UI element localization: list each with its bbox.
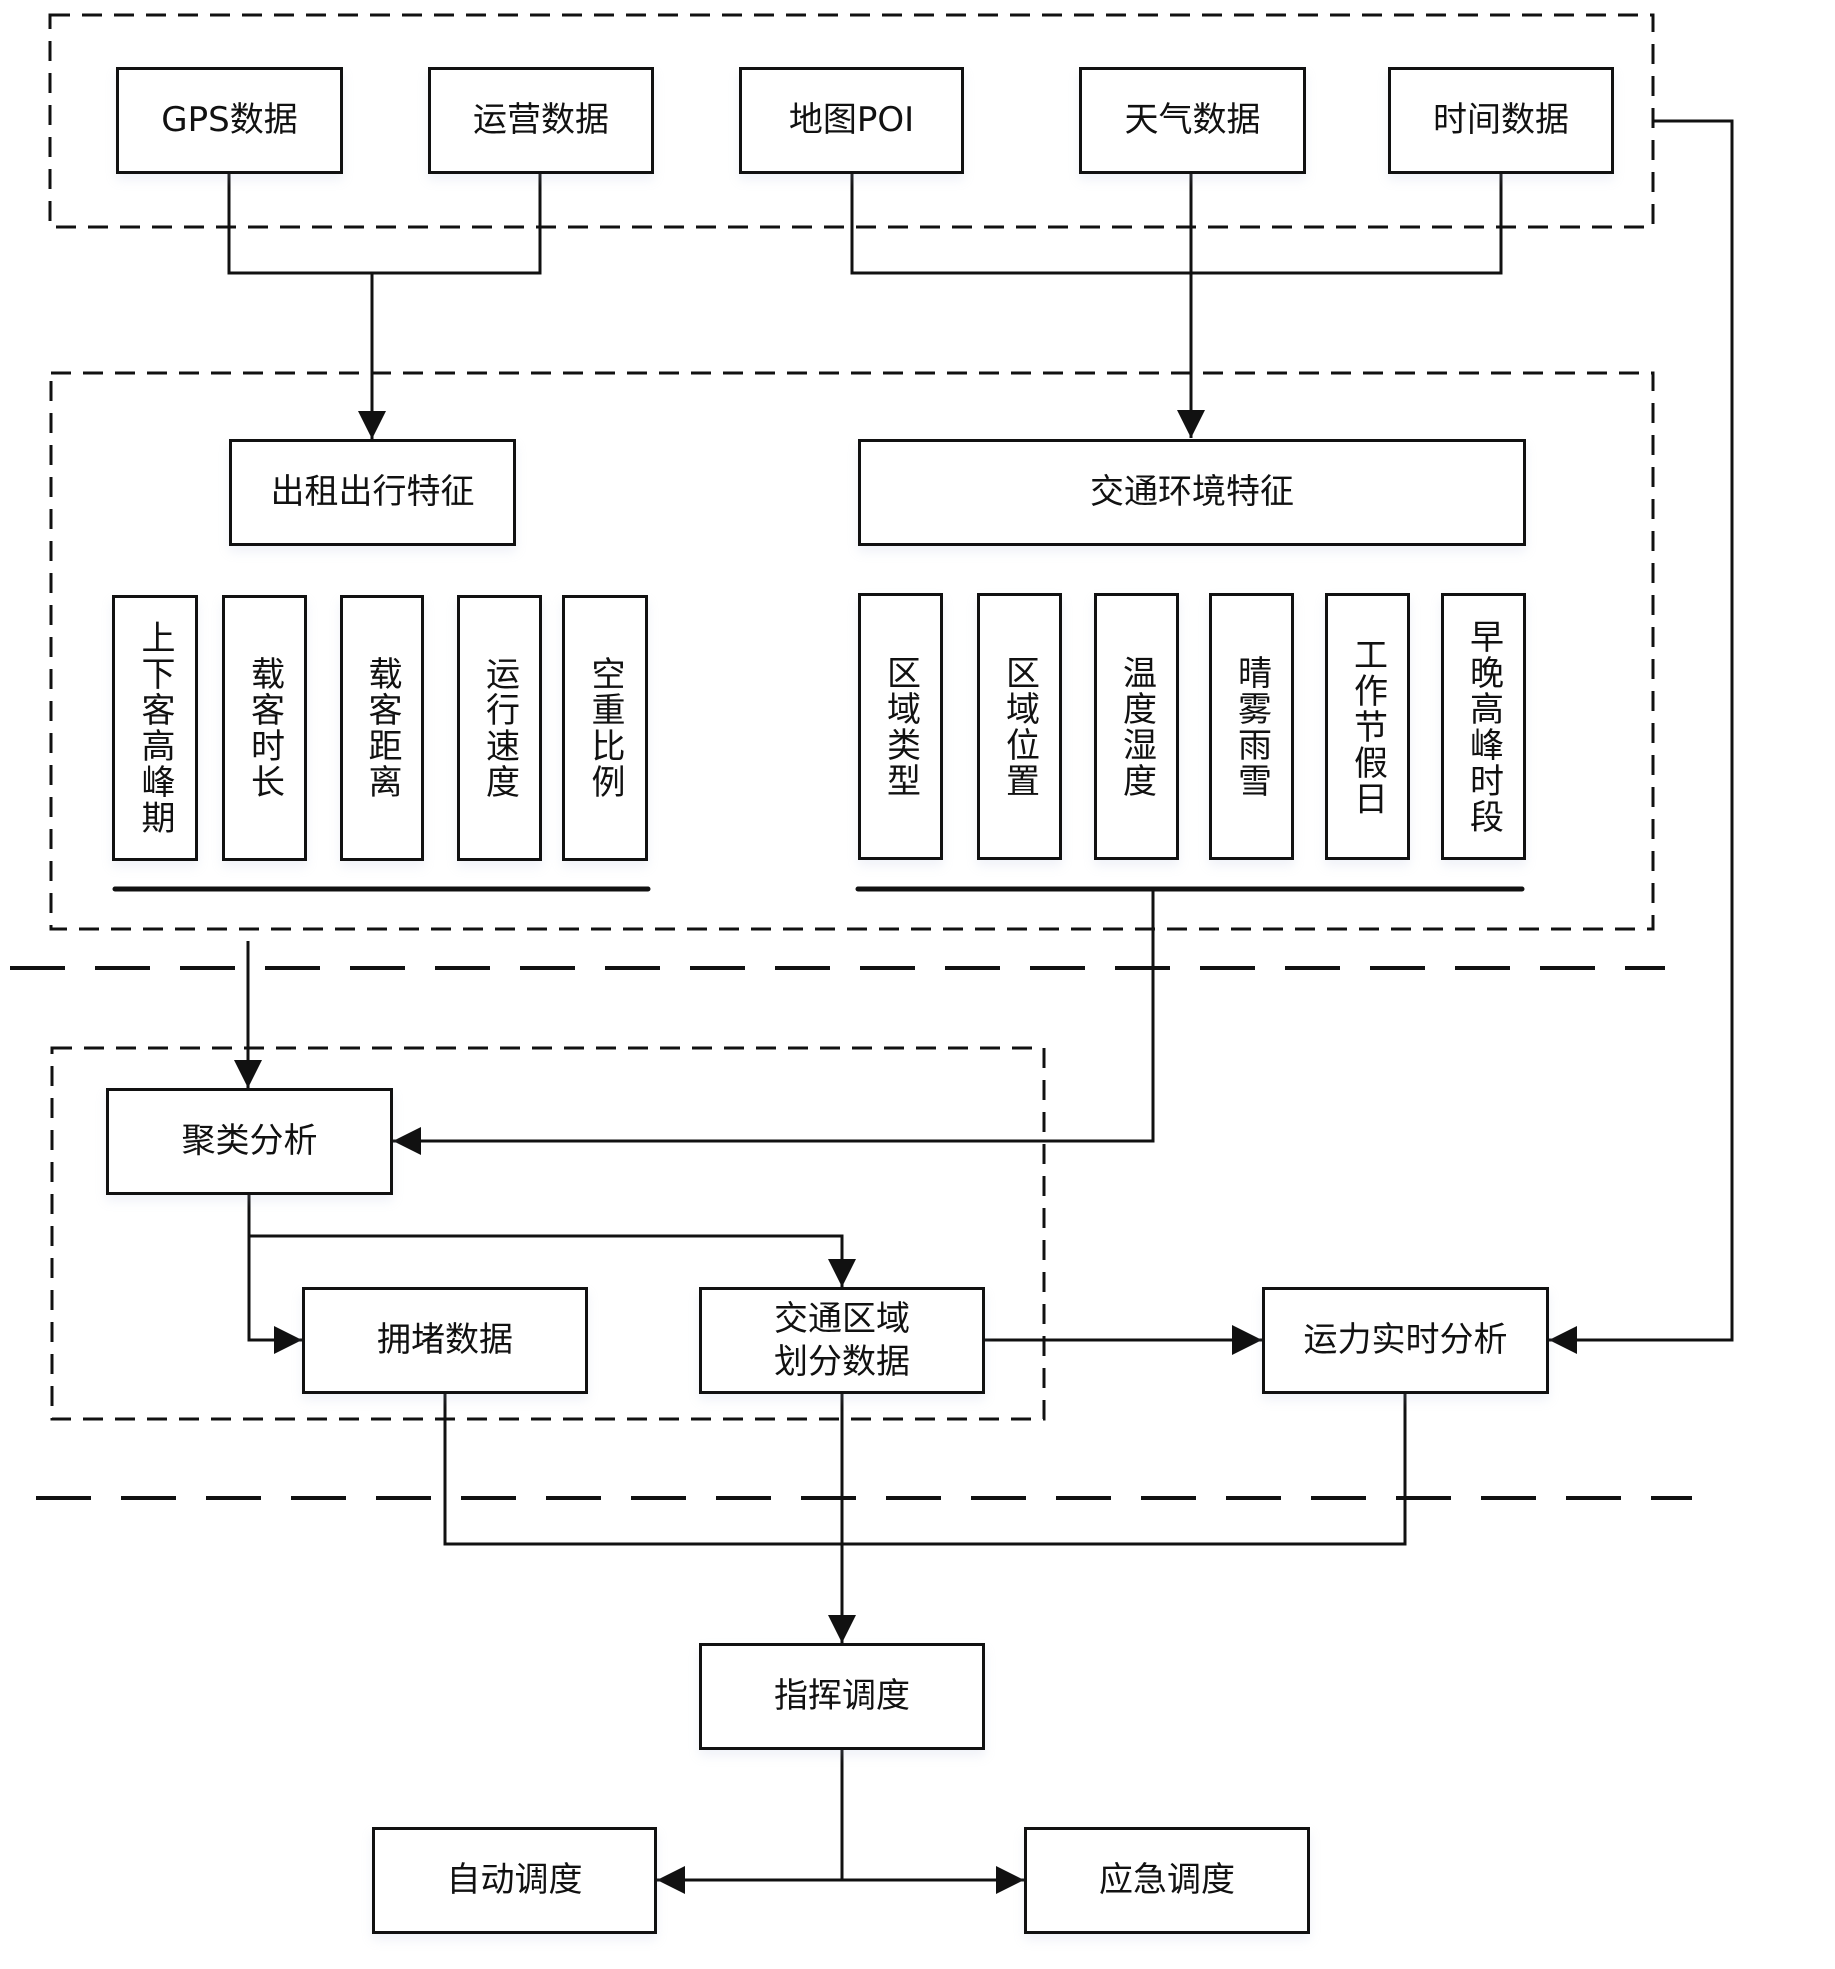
feature-item-weather-conditions: 晴雾雨雪: [1209, 593, 1294, 860]
feature-item-empty-load-ratio: 空重比例: [562, 595, 648, 861]
node-label: 交通环境特征: [1090, 472, 1294, 513]
edge-sources-to-capacity: [1549, 119, 1734, 1354]
feature-item-label: 载客时长: [244, 656, 285, 800]
feature-item-speed: 运行速度: [457, 595, 542, 861]
feature-item-peak-pickup: 上下客高峰期: [112, 595, 198, 861]
feature-item-label: 载客距离: [362, 656, 402, 800]
node-weather-data: 天气数据: [1079, 67, 1306, 174]
feature-item-workday-holiday: 工作节假日: [1325, 593, 1410, 860]
feature-item-zone-type: 区域类型: [858, 593, 943, 860]
feature-item-label: 区域位置: [999, 654, 1040, 799]
feature-item-label: 晴雾雨雪: [1231, 654, 1272, 799]
feature-item-ride-duration: 载客时长: [222, 595, 307, 861]
node-map-poi: 地图POI: [739, 67, 964, 174]
edge-clustering-to-congestion: [247, 1194, 302, 1354]
node-operation-data: 运营数据: [428, 67, 654, 174]
feature-group-frame: [49, 371, 1655, 931]
feature-item-label: 运行速度: [479, 656, 520, 800]
node-automatic-dispatch: 自动调度: [372, 1827, 657, 1934]
node-congestion-data: 拥堵数据: [302, 1287, 588, 1394]
feature-item-zone-location: 区域位置: [977, 593, 1062, 860]
node-gps-data: GPS数据: [116, 67, 343, 174]
node-emergency-dispatch: 应急调度: [1024, 1827, 1310, 1934]
edge-poi-time-merge: [850, 173, 1503, 275]
node-label: 指挥调度: [774, 1676, 910, 1717]
node-label: 运营数据: [473, 100, 609, 141]
node-label: 出租出行特征: [270, 472, 475, 513]
node-label: 拥堵数据: [377, 1320, 513, 1361]
node-capacity-realtime-analysis: 运力实时分析: [1262, 1287, 1549, 1394]
edge-traffic-to-clustering: [393, 889, 1155, 1155]
node-label: 地图POI: [788, 100, 915, 141]
edge-congestion-capacity-merge: [443, 1393, 1407, 1546]
node-time-data: 时间数据: [1388, 67, 1614, 174]
feature-item-label: 上下客高峰期: [135, 620, 175, 836]
node-label: 自动调度: [446, 1860, 583, 1901]
analysis-group-frame: [50, 1046, 1046, 1421]
feature-item-label: 温度湿度: [1116, 654, 1157, 799]
node-label: GPS数据: [161, 100, 298, 141]
edge-clustering-to-zones: [249, 1234, 856, 1287]
feature-item-label: 工作节假日: [1347, 636, 1388, 817]
feature-item-label: 早晚高峰时段: [1463, 618, 1504, 835]
feature-item-rush-hours: 早晚高峰时段: [1441, 593, 1526, 860]
node-label: 运力实时分析: [1303, 1320, 1508, 1361]
node-label: 天气数据: [1124, 100, 1261, 141]
node-zone-partition-data: 交通区域 划分数据: [699, 1287, 985, 1394]
node-command-dispatch: 指挥调度: [699, 1643, 985, 1750]
node-traffic-environment-features: 交通环境特征: [858, 439, 1526, 546]
node-label: 交通区域 划分数据: [774, 1299, 910, 1382]
node-label: 应急调度: [1099, 1860, 1235, 1901]
node-clustering-analysis: 聚类分析: [106, 1088, 393, 1195]
node-label: 聚类分析: [181, 1121, 318, 1162]
node-taxi-travel-features: 出租出行特征: [229, 439, 516, 546]
feature-item-label: 区域类型: [880, 654, 921, 799]
node-label: 时间数据: [1433, 100, 1569, 141]
feature-item-label: 空重比例: [585, 656, 625, 800]
feature-item-ride-distance: 载客距离: [340, 595, 424, 861]
edge-gps-operation-merge: [227, 174, 542, 275]
feature-item-temperature-humidity: 温度湿度: [1094, 593, 1179, 860]
